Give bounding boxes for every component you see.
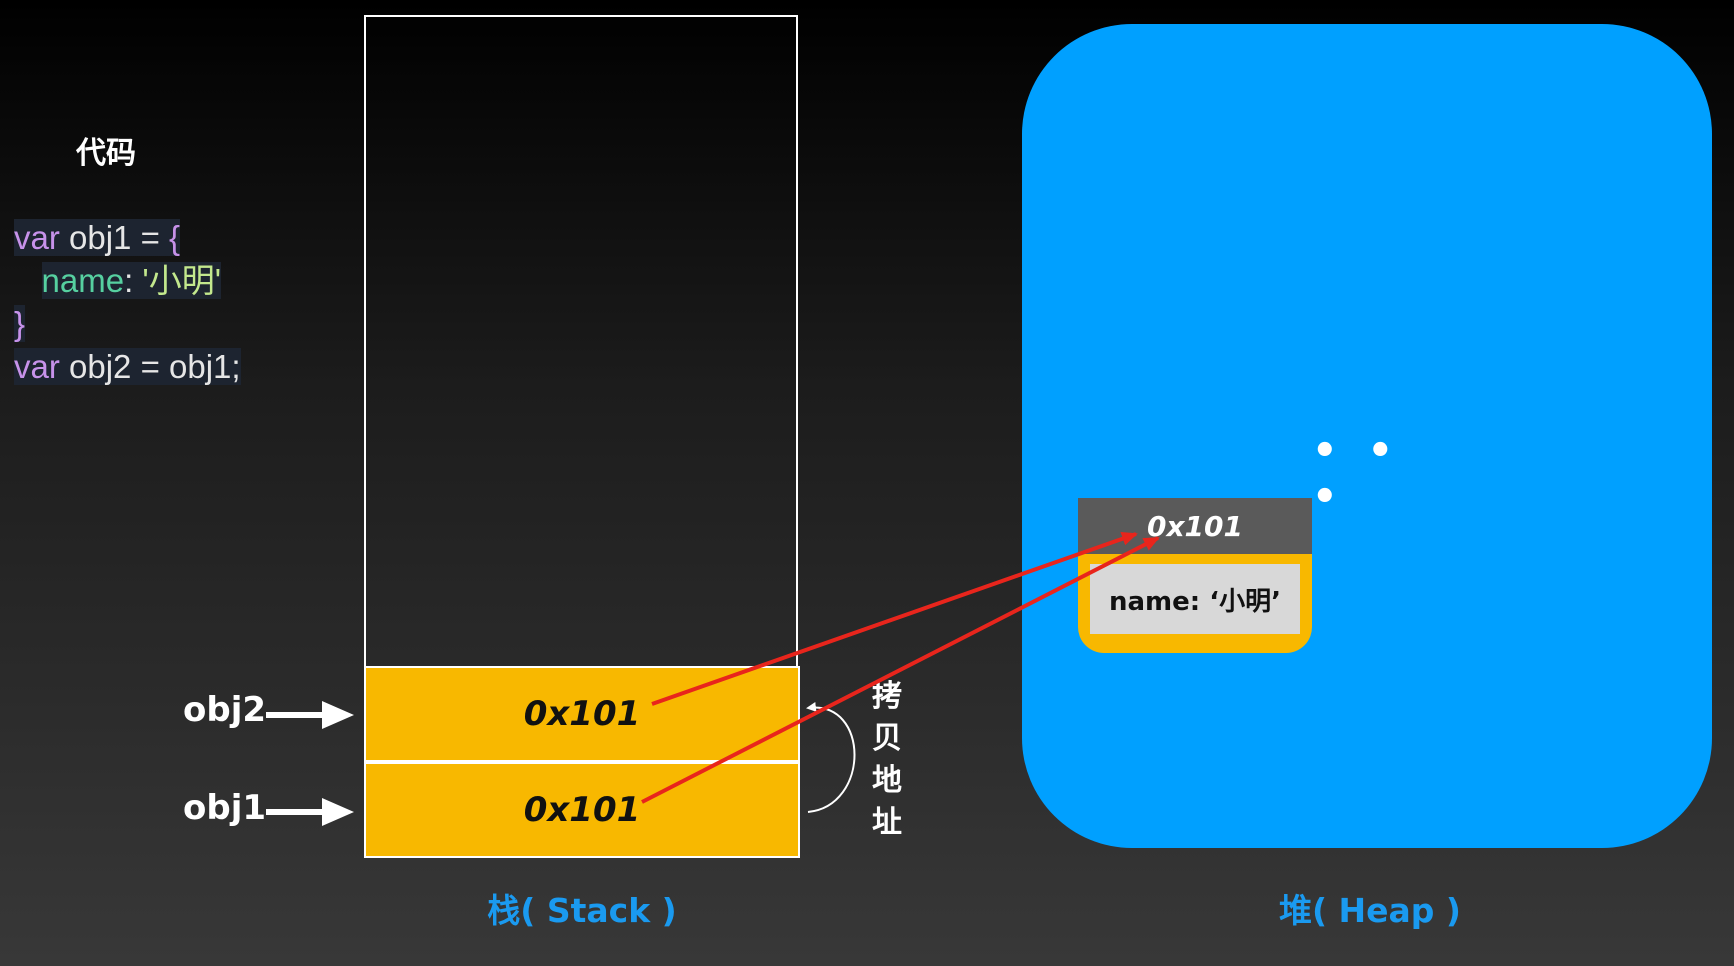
heap-area xyxy=(1022,24,1712,848)
copy-label-char: 贝 xyxy=(872,721,902,756)
heap-object: 0x101 name: ‘小明’ xyxy=(1078,498,1312,653)
code-separator: : xyxy=(124,262,143,299)
obj2-reference-arrow-icon xyxy=(651,532,1138,706)
stack-cell-value: 0x101 xyxy=(523,790,641,830)
code-keyword: var xyxy=(14,219,60,256)
copy-address-label: 拷 贝 地 址 xyxy=(867,676,907,844)
code-brace: } xyxy=(14,305,26,342)
code-line-3: } xyxy=(14,302,241,345)
code-line-2: name: '小明' xyxy=(14,259,241,302)
var-label-obj1: obj1 xyxy=(183,788,267,828)
obj1-reference-arrow-icon xyxy=(641,536,1160,804)
heap-caption: 堆( Heap ) xyxy=(1278,891,1462,930)
code-property: name xyxy=(41,262,125,299)
heap-ellipsis: • • • xyxy=(1312,428,1402,520)
code-keyword: var xyxy=(14,348,60,385)
code-string: '小明' xyxy=(142,262,222,299)
heap-object-address: 0x101 xyxy=(1078,498,1312,554)
code-block: var obj1 = { name: '小明' } var obj2 = obj… xyxy=(14,216,241,388)
code-title: 代码 xyxy=(76,136,136,171)
heap-object-content: name: ‘小明’ xyxy=(1090,564,1300,634)
obj1-pointer-arrow-icon xyxy=(266,798,354,826)
stack-caption: 栈( Stack ) xyxy=(487,891,677,930)
copy-address-arrow-icon xyxy=(806,702,856,813)
copy-label-char: 拷 xyxy=(872,679,902,714)
stack-cell-value: 0x101 xyxy=(523,694,641,734)
code-line-1: var obj1 = { xyxy=(14,216,241,259)
stack-cell-obj1: 0x101 xyxy=(364,762,800,858)
code-brace: { xyxy=(169,219,181,256)
copy-label-char: 址 xyxy=(872,805,902,840)
code-text: obj2 = obj1; xyxy=(59,348,241,385)
stack-cell-obj2: 0x101 xyxy=(364,666,800,762)
obj2-pointer-arrow-icon xyxy=(266,701,354,729)
var-label-obj2: obj2 xyxy=(183,690,267,730)
code-line-4: var obj2 = obj1; xyxy=(14,345,241,388)
code-text: obj1 = xyxy=(59,219,170,256)
copy-label-char: 地 xyxy=(872,763,902,798)
